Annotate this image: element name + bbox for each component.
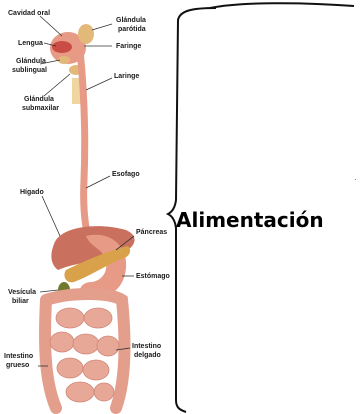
- label-oral-cavity: Cavidad oral: [8, 10, 50, 17]
- small-intestine-shape: [50, 308, 119, 402]
- label-pancreas: Páncreas: [136, 229, 167, 236]
- label-gallbladder-line1: Vesícula: [8, 289, 36, 296]
- label-tongue: Lengua: [18, 40, 43, 47]
- label-small-intestine-line1: Intestino: [132, 343, 161, 350]
- esophagus-shape: [80, 50, 88, 236]
- parotid-gland-shape: [78, 24, 94, 44]
- head-organs: [50, 24, 94, 104]
- label-liver: Hígado: [20, 189, 44, 196]
- small-mark: ·: [354, 175, 357, 184]
- label-submaxillary-line1: Glándula: [24, 96, 54, 103]
- label-pharynx: Faringe: [116, 43, 141, 50]
- label-esophagus: Esofago: [112, 171, 140, 178]
- label-stomach: Estómago: [136, 273, 170, 280]
- page-title: Alimentación: [176, 208, 360, 232]
- label-submaxillary-line2: submaxilar: [22, 105, 59, 112]
- label-parotid-line1: Glándula: [116, 17, 146, 24]
- tongue-shape: [52, 41, 72, 53]
- label-large-intestine-line2: grueso: [6, 362, 29, 369]
- label-gallbladder-line2: biliar: [12, 298, 29, 305]
- label-larynx: Laringe: [114, 73, 139, 80]
- label-sublingual-line2: sublingual: [12, 67, 47, 74]
- label-large-intestine-line1: Intestino: [4, 353, 33, 360]
- brace-top-arc: [210, 3, 354, 8]
- label-small-intestine-line2: delgado: [134, 352, 161, 359]
- label-parotid-line2: parótida: [118, 26, 146, 33]
- label-sublingual-line1: Glándula: [16, 58, 46, 65]
